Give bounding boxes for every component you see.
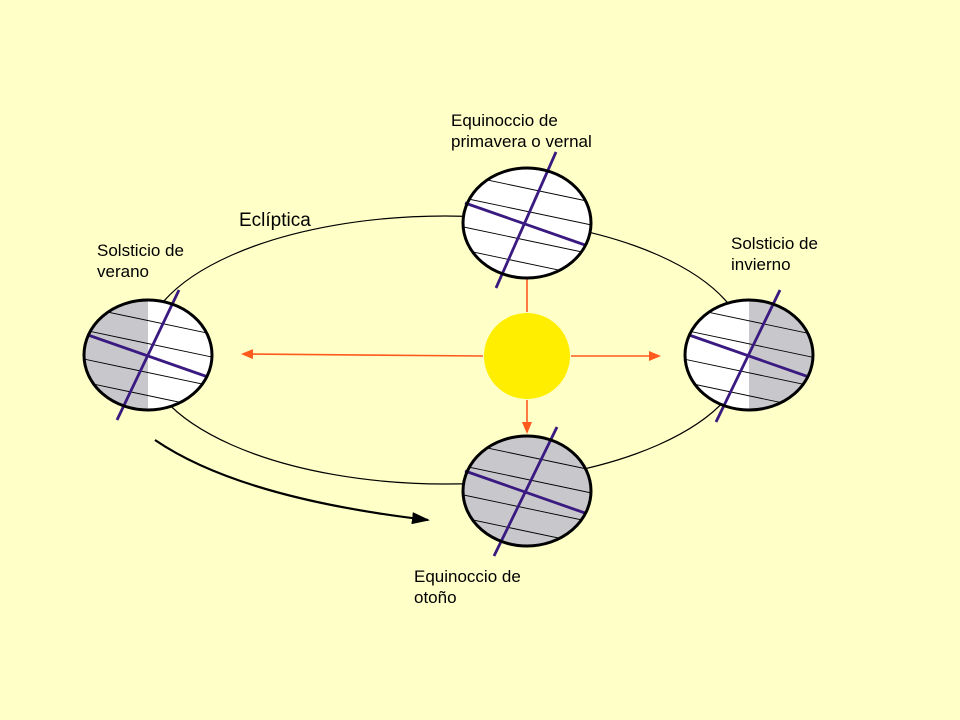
earth-winter-solstice (683, 289, 815, 423)
label-summer-solstice-line2: verano (97, 262, 149, 281)
label-summer-solstice-line1: Solsticio de (97, 241, 184, 260)
ray-left (241, 349, 484, 360)
earth-summer-solstice (82, 289, 214, 421)
label-spring-equinox-line2: primavera o vernal (451, 132, 592, 151)
label-ecliptic-text: Eclíptica (239, 210, 311, 231)
label-ecliptic: Eclíptica (239, 210, 311, 231)
ecliptic-orbit (142, 215, 748, 485)
earth-spring-equinox (461, 151, 593, 289)
label-autumn-equinox: Equinoccio de otoño (414, 566, 521, 608)
label-spring-equinox: Equinoccio de primavera o vernal (451, 110, 592, 152)
earth-autumn-equinox (461, 426, 593, 557)
label-summer-solstice: Solsticio de verano (97, 240, 184, 282)
sun (484, 313, 570, 399)
label-winter-solstice-line1: Solsticio de (731, 234, 818, 253)
label-spring-equinox-line1: Equinoccio de (451, 111, 558, 130)
label-autumn-equinox-line2: otoño (414, 588, 457, 607)
label-winter-solstice: Solsticio de invierno (731, 233, 818, 275)
orbit-direction-arrow (154, 439, 430, 525)
label-autumn-equinox-line1: Equinoccio de (414, 567, 521, 586)
label-winter-solstice-line2: invierno (731, 255, 791, 274)
sun-rays (241, 250, 661, 434)
